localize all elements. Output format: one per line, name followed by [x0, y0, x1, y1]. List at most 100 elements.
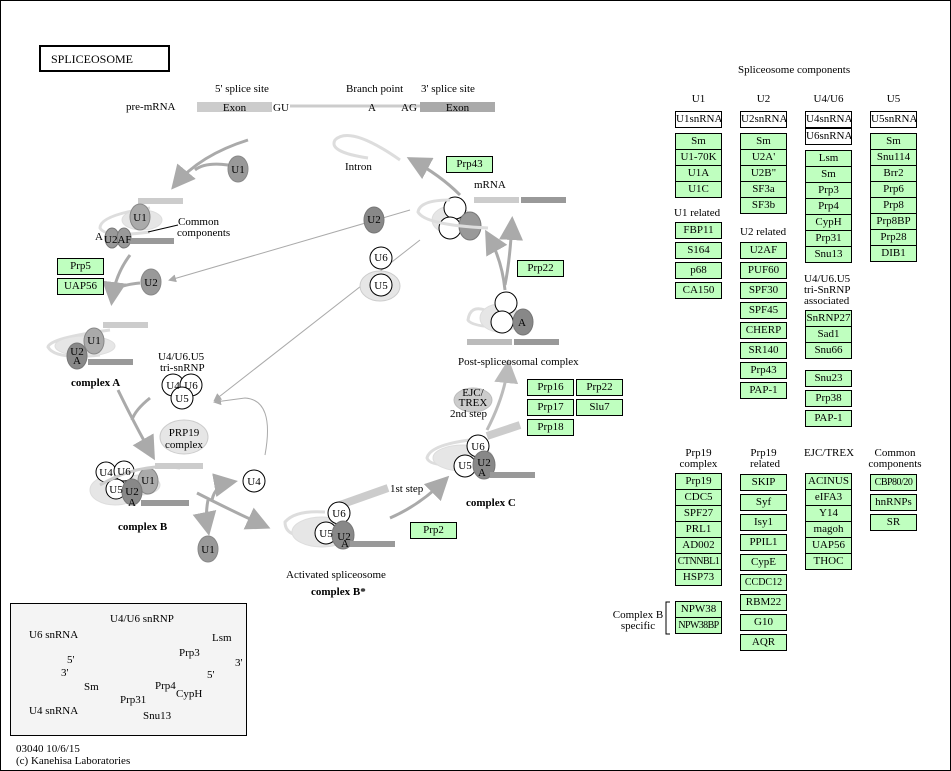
gene-box[interactable]: Sm — [805, 167, 852, 183]
gene-prp22-b[interactable]: Prp22 — [576, 379, 623, 396]
gene-prp16[interactable]: Prp16 — [527, 379, 574, 396]
gene-box[interactable]: Prp3 — [805, 183, 852, 199]
branch-point-label: Branch point — [346, 83, 404, 95]
gene-prp5[interactable]: Prp5 — [57, 258, 104, 275]
gene-box[interactable]: NPW38 — [675, 601, 722, 618]
u1-snrna[interactable]: U1snRNA — [675, 111, 722, 128]
gene-box[interactable]: U2AF — [740, 242, 787, 259]
u4-snrna[interactable]: U4snRNA — [805, 111, 852, 128]
gene-box[interactable]: Sm — [740, 133, 787, 150]
gene-prp43[interactable]: Prp43 — [446, 156, 493, 173]
gene-box[interactable]: CTNNBL1 — [675, 554, 722, 570]
gene-box[interactable]: CCDC12 — [740, 574, 787, 591]
post-spliceosomal-label: Post-spliceosomal complex — [458, 356, 579, 368]
legend-u6-snrna: U6 snRNA — [29, 629, 79, 641]
gene-box[interactable]: THOC — [805, 554, 852, 570]
gene-box[interactable]: Syf — [740, 494, 787, 511]
exon1-bar — [197, 102, 272, 112]
gene-box[interactable]: Sm — [870, 133, 917, 150]
gene-box[interactable]: Snu66 — [805, 343, 852, 359]
gene-box[interactable]: ACINUS — [805, 473, 852, 490]
gene-box[interactable]: U1C — [675, 182, 722, 198]
gene-box[interactable]: Brr2 — [870, 166, 917, 182]
u4-label-b: U4 — [99, 467, 113, 479]
gene-box[interactable]: Prp19 — [675, 473, 722, 490]
gene-box[interactable]: SPF45 — [740, 302, 787, 319]
gene-box[interactable]: CA150 — [675, 282, 722, 299]
gene-prp18[interactable]: Prp18 — [527, 419, 574, 436]
gene-box[interactable]: SF3b — [740, 198, 787, 214]
gene-box[interactable]: Snu13 — [805, 247, 852, 263]
gene-prp17[interactable]: Prp17 — [527, 399, 574, 416]
gene-box[interactable]: CBP80/20 — [870, 474, 917, 491]
gene-box[interactable]: PAP-1 — [805, 410, 852, 427]
gene-box[interactable]: magoh — [805, 522, 852, 538]
u1-items: Sm U1-70K U1A U1C — [675, 133, 722, 198]
gene-box[interactable]: Sm — [675, 133, 722, 150]
gene-box[interactable]: SF3a — [740, 182, 787, 198]
gene-box[interactable]: Snu23 — [805, 370, 852, 387]
gene-box[interactable]: PRL1 — [675, 522, 722, 538]
gene-box[interactable]: UAP56 — [805, 538, 852, 554]
gene-box[interactable]: Sad1 — [805, 327, 852, 343]
gene-box[interactable]: NPW38BP — [675, 618, 722, 634]
gene-box[interactable]: SPF27 — [675, 506, 722, 522]
u4u6-items: Lsm Sm Prp3 Prp4 CypH Prp31 Snu13 — [805, 150, 852, 263]
gene-uap56[interactable]: UAP56 — [57, 278, 104, 295]
u6-snrna[interactable]: U6snRNA — [805, 128, 852, 145]
gene-box[interactable]: S164 — [675, 242, 722, 259]
gene-prp2[interactable]: Prp2 — [410, 522, 457, 539]
tri-snrnp-label-1: U4/U6.U5 — [158, 351, 205, 363]
u1-label-b: U1 — [141, 475, 155, 487]
gene-box[interactable]: G10 — [740, 614, 787, 631]
gene-box[interactable]: Isy1 — [740, 514, 787, 531]
intron-lariat — [332, 134, 401, 162]
gene-box[interactable]: Prp6 — [870, 182, 917, 198]
gene-box[interactable]: U2A' — [740, 150, 787, 166]
u5-snrna[interactable]: U5snRNA — [870, 111, 917, 128]
gene-box[interactable]: SPF30 — [740, 282, 787, 299]
gene-box[interactable]: CHERP — [740, 322, 787, 339]
u2-snrna[interactable]: U2snRNA — [740, 111, 787, 128]
gene-box[interactable]: SKIP — [740, 474, 787, 491]
gene-box[interactable]: Prp28 — [870, 230, 917, 246]
gene-box[interactable]: SR — [870, 514, 917, 531]
gene-box[interactable]: PAP-1 — [740, 382, 787, 399]
gene-box[interactable]: CypH — [805, 215, 852, 231]
gene-box[interactable]: Y14 — [805, 506, 852, 522]
gene-slu7[interactable]: Slu7 — [576, 399, 623, 416]
gene-box[interactable]: Prp8 — [870, 198, 917, 214]
gene-box[interactable]: Prp8BP — [870, 214, 917, 230]
gene-box[interactable]: eIFA3 — [805, 490, 852, 506]
gene-box[interactable]: SR140 — [740, 342, 787, 359]
gene-prp22[interactable]: Prp22 — [517, 260, 564, 277]
gene-box[interactable]: U1-70K — [675, 150, 722, 166]
gene-box[interactable]: FBP11 — [675, 222, 722, 239]
gene-box[interactable]: DIB1 — [870, 246, 917, 262]
gene-box[interactable]: Prp43 — [740, 362, 787, 379]
legend-cyph: CypH — [176, 688, 203, 700]
u2-items: Sm U2A' U2B" SF3a SF3b — [740, 133, 787, 214]
u6-label-b: U6 — [117, 466, 131, 478]
gene-box[interactable]: U2B" — [740, 166, 787, 182]
gene-box[interactable]: HSP73 — [675, 570, 722, 586]
gene-box[interactable]: Prp4 — [805, 199, 852, 215]
gene-box[interactable]: U1A — [675, 166, 722, 182]
gene-box[interactable]: AD002 — [675, 538, 722, 554]
gene-box[interactable]: Lsm — [805, 150, 852, 167]
gene-box[interactable]: Snu114 — [870, 150, 917, 166]
gene-box[interactable]: SnRNP27 — [805, 310, 852, 327]
gene-box[interactable]: p68 — [675, 262, 722, 279]
gene-box[interactable]: CDC5 — [675, 490, 722, 506]
gene-box[interactable]: RBM22 — [740, 594, 787, 611]
gene-box[interactable]: PUF60 — [740, 262, 787, 279]
gene-box[interactable]: hnRNPs — [870, 494, 917, 511]
complex-b-specific-label-2: specific — [620, 620, 656, 632]
gene-box[interactable]: PPIL1 — [740, 534, 787, 551]
gene-box[interactable]: CypE — [740, 554, 787, 571]
gene-box[interactable]: Prp38 — [805, 390, 852, 407]
u6-free-label: U6 — [374, 252, 388, 264]
a-label-b: A — [128, 497, 136, 509]
gene-box[interactable]: Prp31 — [805, 231, 852, 247]
gene-box[interactable]: AQR — [740, 634, 787, 651]
